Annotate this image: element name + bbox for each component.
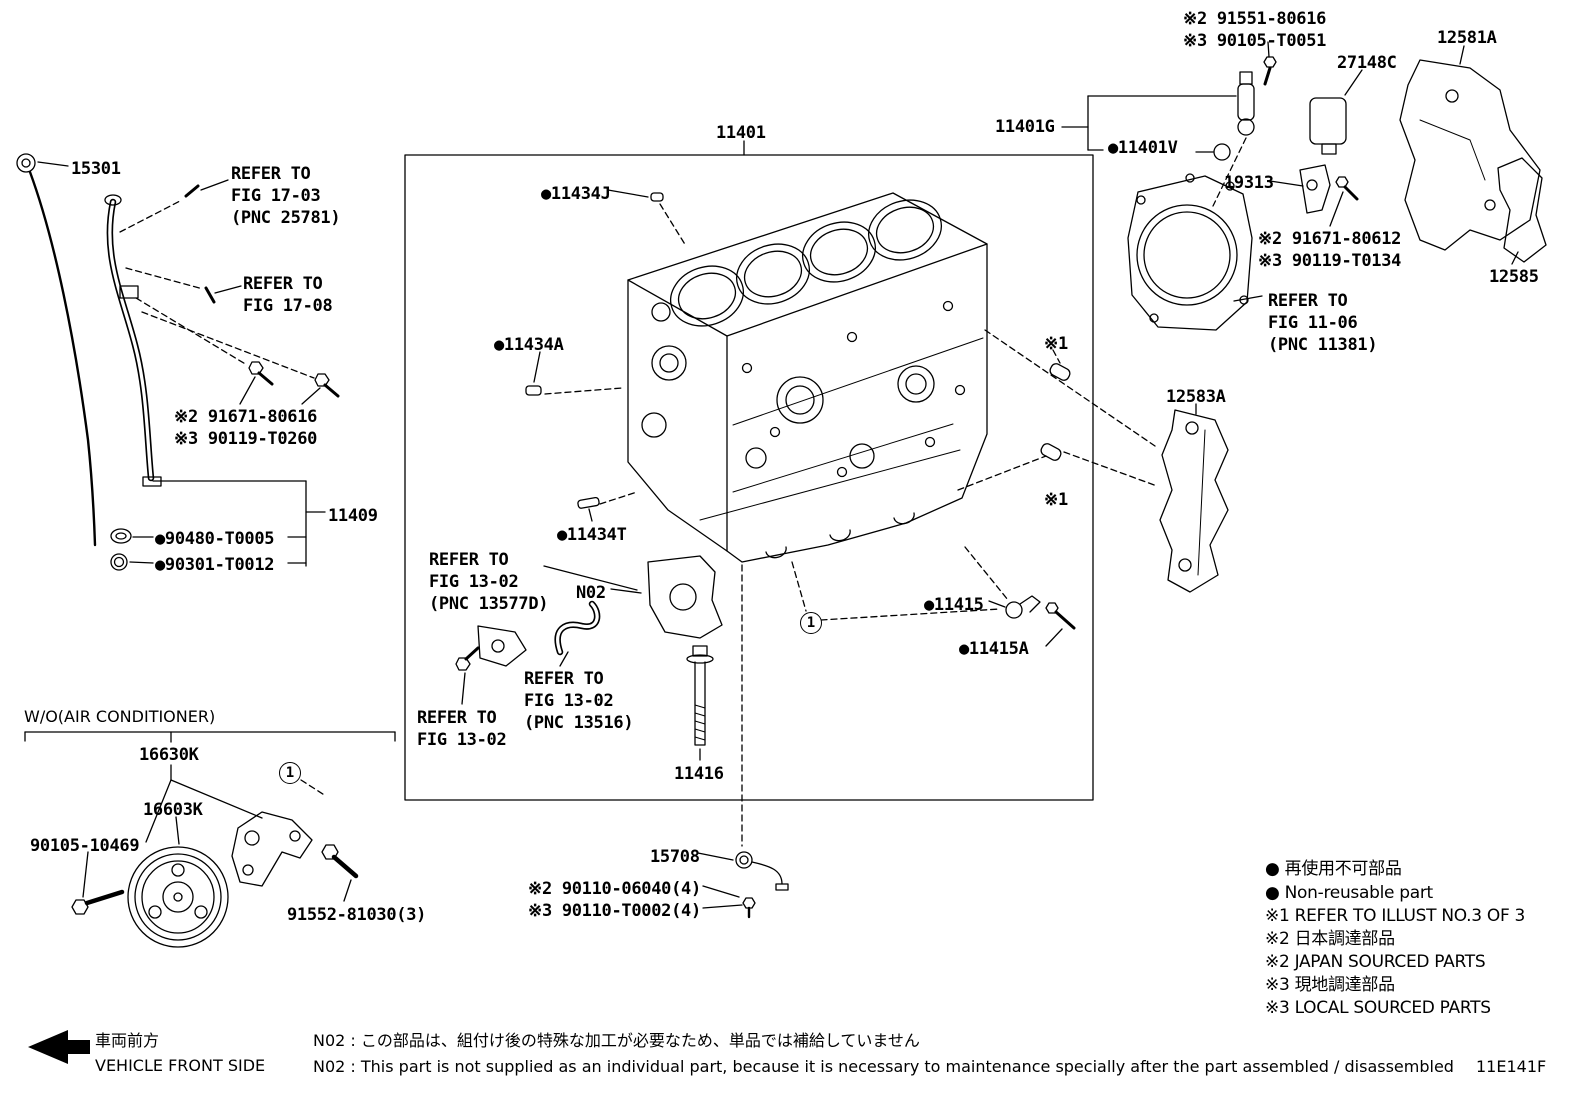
part-label-11434A: ●11434A: [494, 335, 564, 355]
part-label-11409: 11409: [328, 506, 378, 526]
seal-retainer-drawing: [1127, 56, 1359, 331]
marker-star1-upper: ※1: [1044, 334, 1068, 354]
refer-note-fig13-02-13577D: REFER TO FIG 13-02 (PNC 13577D): [429, 550, 549, 614]
refer-note-fig17-08: REFER TO FIG 17-08: [243, 274, 333, 316]
footer-note-n02-jp: N02 : この部品は、組付け後の特殊な加工が必要なため、単品では補給していませ…: [313, 1031, 920, 1050]
legend-nonreusable-jp: ● 再使用不可部品: [1265, 859, 1402, 879]
note-label-N02: N02: [576, 583, 606, 603]
legend-japan-sourced-jp: ※2 日本調達部品: [1265, 929, 1395, 949]
knock-sensor-drawing: [1005, 595, 1076, 630]
footer-vehicle-front-en: VEHICLE FRONT SIDE: [95, 1056, 266, 1075]
part-label-27148C: 27148C: [1337, 53, 1397, 73]
part-label-12585: 12585: [1489, 267, 1539, 287]
part-label-16603K: 16603K: [143, 800, 203, 820]
section-label-wo-air-conditioner: W/O(AIR CONDITIONER): [24, 707, 216, 726]
circled-number-1-pulley: 1: [279, 762, 301, 784]
part-label-90480-T0005: ●90480-T0005: [155, 529, 275, 549]
doc-code: 11E141F: [1476, 1057, 1547, 1076]
part-label-91552-81030: 91552-81030(3): [287, 905, 427, 925]
guide-tube-drawing: [104, 184, 340, 571]
part-label-11401G: 11401G: [995, 117, 1055, 137]
part-label-11416: 11416: [674, 764, 724, 784]
part-label-16630K: 16630K: [139, 745, 199, 765]
block-plug-drawings: [525, 192, 1071, 509]
refer-note-fig13-02: REFER TO FIG 13-02: [417, 708, 507, 750]
part-label-11434J: ●11434J: [541, 184, 611, 204]
part-label-19313: 19313: [1224, 173, 1274, 193]
cylinder-block-drawing: [627, 192, 988, 563]
part-label-11434T: ●11434T: [557, 525, 627, 545]
circled-number-1-block: 1: [800, 612, 822, 634]
part-label-90105-10469: 90105-10469: [30, 836, 140, 856]
part-label-11415: ●11415: [924, 595, 984, 615]
part-label-12581A: 12581A: [1437, 28, 1497, 48]
footer-vehicle-front-jp: 車両前方: [95, 1031, 160, 1050]
dipstick-drawing: [16, 153, 97, 547]
mount-bracket-drawings: [455, 555, 723, 671]
marker-star1-lower: ※1: [1044, 490, 1068, 510]
dashed-leader-lines: [119, 137, 1247, 847]
part-label-15301: 15301: [71, 159, 121, 179]
legend-nonreusable-en: ● Non-reusable part: [1265, 883, 1433, 903]
legend-local-sourced-jp: ※3 現地調達部品: [1265, 975, 1395, 995]
part-label-15708: 15708: [650, 847, 700, 867]
part-label-91551-80616: ※2 91551-80616 ※3 90105-T0051: [1183, 9, 1327, 51]
insulator-drawings: [1159, 59, 1547, 593]
oil-nozzle-drawing: [735, 851, 789, 919]
part-label-91671-80612: ※2 91671-80612 ※3 90119-T0134: [1258, 229, 1402, 271]
part-label-12583A: 12583A: [1166, 387, 1226, 407]
vehicle-front-arrow: [28, 1030, 90, 1064]
part-label-90110: ※2 90110-06040(4) ※3 90110-T0002(4): [528, 879, 701, 921]
legend-japan-sourced-en: ※2 JAPAN SOURCED PARTS: [1265, 952, 1486, 972]
part-label-11401V: ●11401V: [1108, 138, 1178, 158]
legend-star1-note: ※1 REFER TO ILLUST NO.3 OF 3: [1265, 906, 1526, 926]
part-label-91671-80616: ※2 91671-80616 ※3 90119-T0260: [174, 407, 318, 449]
main-box: [404, 140, 1094, 801]
footer-note-n02-en: N02 : This part is not supplied as an in…: [313, 1057, 1454, 1076]
refer-note-fig11-06: REFER TO FIG 11-06 (PNC 11381): [1268, 291, 1378, 355]
pulley-drawing: [71, 811, 359, 948]
leader-lines: [24, 41, 1519, 909]
part-label-11401: 11401: [716, 123, 766, 143]
refer-note-fig13-02-13516: REFER TO FIG 13-02 (PNC 13516): [524, 669, 634, 733]
bolt-11416-drawing: [686, 645, 714, 746]
refer-note-fig17-03: REFER TO FIG 17-03 (PNC 25781): [231, 164, 341, 228]
part-label-11415A: ●11415A: [959, 639, 1029, 659]
legend-local-sourced-en: ※3 LOCAL SOURCED PARTS: [1265, 998, 1491, 1018]
part-label-90301-T0012: ●90301-T0012: [155, 555, 275, 575]
